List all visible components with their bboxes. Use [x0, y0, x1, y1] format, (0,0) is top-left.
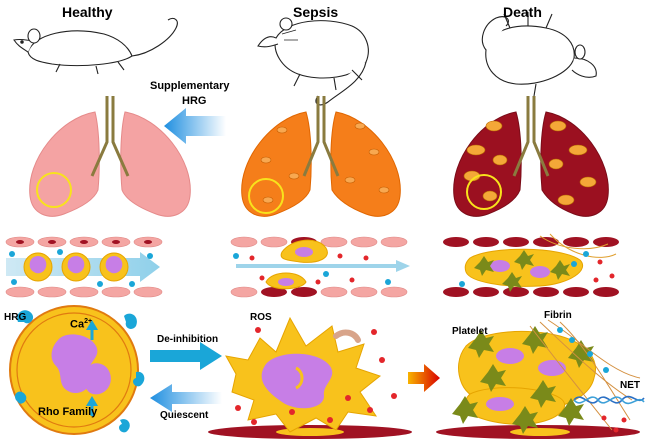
label-fibrin: Fibrin	[544, 310, 572, 321]
label-supplementary-hrg: HRG	[182, 95, 207, 107]
label-death: Death	[503, 4, 542, 20]
death-vessel	[443, 233, 619, 297]
label-ros: ROS	[250, 312, 272, 323]
healthy-mouse	[13, 17, 178, 75]
label-net: NET	[620, 380, 640, 391]
sepsis-lungs	[241, 96, 401, 217]
label-sepsis: Sepsis	[293, 4, 339, 20]
platelets	[452, 326, 594, 434]
quiescent-arrow	[150, 384, 222, 412]
healthy-lungs	[29, 96, 191, 217]
death-alveolus-circle	[466, 174, 502, 210]
healthy-alveolus-circle	[36, 172, 72, 208]
label-calcium: Ca2+	[70, 318, 93, 331]
quiescent-neutrophil	[9, 305, 145, 435]
label-deinhibition: De-inhibition	[157, 334, 219, 345]
label-hrg: HRG	[4, 312, 27, 323]
label-platelet: Platelet	[452, 326, 488, 337]
sepsis-mouse	[257, 17, 369, 106]
label-rho-family: Rho Family	[38, 406, 98, 418]
death-lungs	[453, 96, 609, 217]
progression-arrow	[408, 364, 440, 392]
thrombus-net	[436, 319, 645, 439]
deinhibition-arrow	[150, 342, 222, 370]
sepsis-alveolus-circle	[248, 178, 284, 214]
net-dna	[573, 395, 645, 405]
supplementary-arrow	[164, 108, 226, 144]
activated-neutrophil	[208, 316, 412, 439]
ros-particles	[235, 327, 397, 425]
label-healthy: Healthy	[62, 4, 113, 20]
healthy-vessel	[5, 236, 163, 298]
label-quiescent: Quiescent	[160, 410, 209, 421]
hrg-molecules	[15, 310, 145, 433]
fibrin-strands	[529, 319, 641, 431]
label-supplementary: Supplementary	[150, 80, 230, 92]
death-mouse	[481, 12, 597, 97]
sepsis-vessel	[230, 236, 410, 298]
